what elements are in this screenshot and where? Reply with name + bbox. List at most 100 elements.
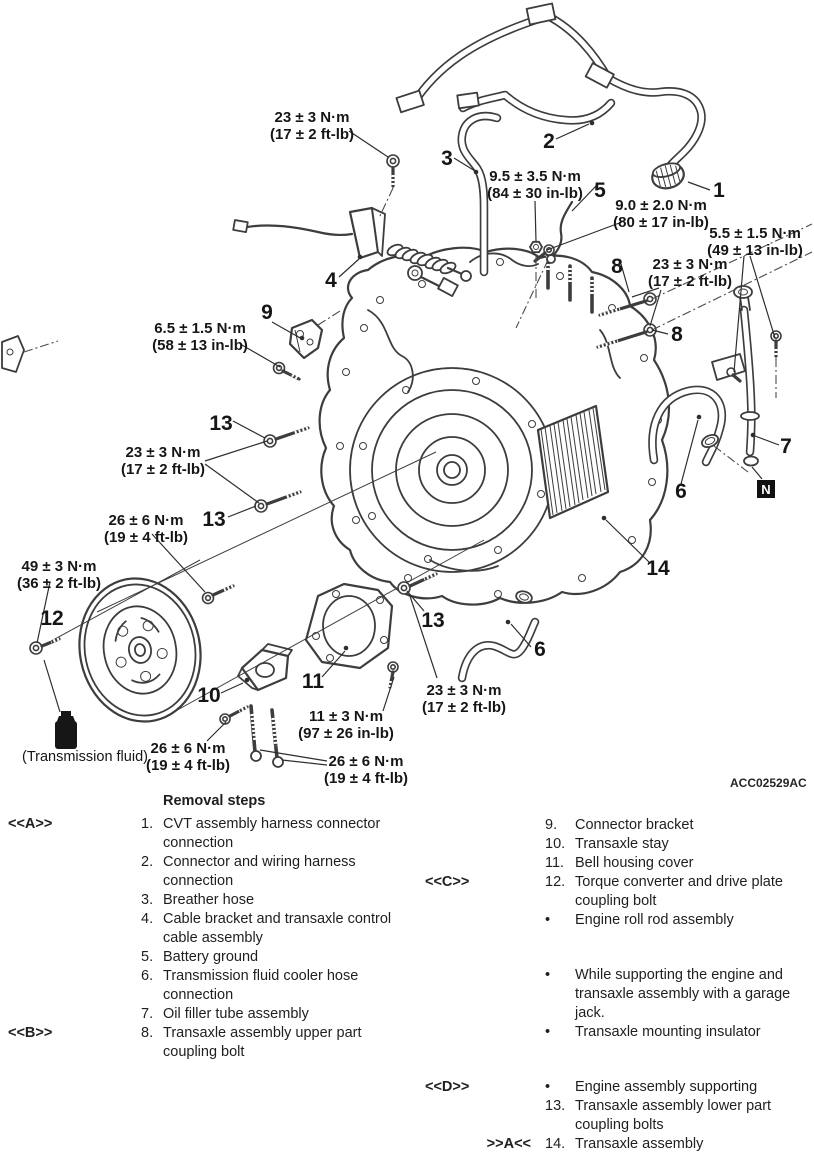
- bolt: [770, 330, 782, 358]
- control-cable-art: [232, 206, 472, 297]
- part-callout: 13: [209, 412, 232, 435]
- torque-label-line: (19 ± 4 ft-lb): [146, 757, 230, 774]
- harness-connector: [456, 91, 480, 110]
- breather-nut: [529, 240, 543, 254]
- step-number: •: [545, 1079, 551, 1095]
- transaxle-stay-art: [237, 643, 293, 692]
- part-callout: 13: [202, 508, 225, 531]
- removal-step-row: <<B>> 8. Transaxle assembly upper part c…: [8, 1024, 408, 1062]
- drive-plate-art: [78, 577, 202, 723]
- torque-label-line: 9.5 ± 3.5 N·m: [489, 168, 581, 185]
- step-number: 6.: [141, 968, 154, 984]
- bolt: [596, 323, 657, 349]
- removal-steps-right-column: 9. Connector bracket 10. Transaxle stay …: [425, 792, 810, 1154]
- part-callout: 6: [534, 638, 546, 661]
- step-marker: [425, 835, 545, 854]
- leader-dots: [244, 120, 756, 683]
- removal-step-row: 5. Battery ground: [8, 948, 408, 967]
- step-number: 8.: [141, 1025, 154, 1041]
- step-text: Torque converter and drive plate couplin…: [575, 874, 783, 909]
- torque-label-line: (17 ± 2 ft-lb): [648, 273, 732, 290]
- bolt: [533, 244, 555, 263]
- part-callout: 2: [543, 130, 555, 153]
- torque-label-line: 26 ± 6 N·m: [329, 753, 404, 770]
- step-marker: [8, 853, 133, 891]
- removal-step-row: 10. Transaxle stay: [425, 835, 810, 854]
- removal-step-row: • Transaxle mounting insulator: [425, 1023, 810, 1042]
- torque-label-line: 49 ± 3 N·m: [22, 558, 97, 575]
- torque-label-line: (19 ± 4 ft-lb): [104, 529, 188, 546]
- figure-code: ACC02529AC: [730, 776, 807, 790]
- step-number: •: [545, 912, 551, 928]
- step-number: 7.: [141, 1006, 154, 1022]
- torque-label-line: 23 ± 3 N·m: [653, 256, 728, 273]
- step-text: Transaxle assembly lower part coupling b…: [575, 1098, 772, 1133]
- removal-step-row: 13. Transaxle assembly lower part coupli…: [425, 1097, 810, 1135]
- part-callout: 13: [421, 609, 444, 632]
- step-marker: <<C>>: [425, 874, 470, 890]
- bolt: [29, 637, 61, 655]
- step-text: Transaxle assembly upper part coupling b…: [163, 1025, 362, 1060]
- removal-step-row: <<A>> 1. CVT assembly harness connector …: [8, 815, 408, 853]
- torque-label-line: (36 ± 2 ft-lb): [17, 575, 101, 592]
- step-number: 5.: [141, 949, 154, 965]
- step-number: 1.: [141, 816, 154, 832]
- step-text: Engine assembly supporting: [575, 1079, 758, 1095]
- step-text: Oil filler tube assembly: [163, 1006, 309, 1022]
- step-marker: <<A>>: [8, 816, 53, 832]
- step-marker: [425, 816, 545, 835]
- part-callout: 9: [261, 301, 273, 324]
- step-text: CVT assembly harness connector connectio…: [163, 816, 381, 851]
- part-callout: 6: [675, 480, 687, 503]
- step-number: 11.: [545, 855, 565, 871]
- step-text: Transaxle stay: [575, 836, 669, 852]
- part-callout: 14: [646, 557, 670, 580]
- cooler-hoses-art: [457, 385, 727, 683]
- step-marker: <<D>>: [425, 1079, 470, 1095]
- step-number: 9.: [545, 817, 558, 833]
- step-marker: [8, 1005, 133, 1024]
- torque-label-line: 9.0 ± 2.0 N·m: [615, 197, 707, 214]
- centerlines: [23, 187, 813, 473]
- step-text: Breather hose: [163, 892, 255, 908]
- step-text: Bell housing cover: [575, 855, 694, 871]
- part-callout: 5: [594, 179, 606, 202]
- step-text: Transmission fluid cooler hose connectio…: [163, 968, 359, 1003]
- bolt: [254, 490, 302, 513]
- torque-label-line: (17 ± 2 ft-lb): [422, 699, 506, 716]
- transmission-fluid-bottle-icon: [55, 711, 77, 749]
- step-marker: [8, 891, 133, 910]
- part-callout: 4: [325, 269, 337, 292]
- removal-step-row: <<C>> 12. Torque converter and drive pla…: [425, 873, 810, 911]
- step-marker: [8, 948, 133, 967]
- torque-label-line: (58 ± 13 in-lb): [152, 337, 248, 354]
- part-callout: 8: [611, 255, 623, 278]
- step-number: •: [545, 967, 551, 983]
- transmission-fluid-note: (Transmission fluid): [22, 749, 148, 765]
- step-text: Transaxle mounting insulator: [575, 1024, 761, 1040]
- torque-label-line: 6.5 ± 1.5 N·m: [154, 320, 246, 337]
- bolt: [219, 705, 249, 725]
- removal-step-row: 2. Connector and wiring harness connecti…: [8, 853, 408, 891]
- torque-label-line: (97 ± 26 in-lb): [298, 725, 394, 742]
- removal-step-row: 7. Oil filler tube assembly: [8, 1005, 408, 1024]
- step-marker: [8, 967, 133, 1005]
- part-callout: 1: [713, 179, 725, 202]
- left-bracket-art: [1, 335, 25, 373]
- filler-tube-art: [711, 285, 760, 467]
- alignment-lines: [41, 451, 485, 719]
- torque-label-line: 26 ± 6 N·m: [109, 512, 184, 529]
- harness-connector: [584, 62, 615, 89]
- removal-steps-header: Removal steps: [8, 792, 408, 811]
- figure-labels: 23 ± 3 N·m (17 ± 2 ft-lb) 9.5 ± 3.5 N·m …: [17, 109, 807, 790]
- removal-steps-left-column: Removal steps <<A>> 1. CVT assembly harn…: [8, 792, 408, 1062]
- torque-label-line: 11 ± 3 N·m: [309, 708, 383, 725]
- step-number: 10.: [545, 836, 566, 852]
- step-number: 13.: [545, 1098, 566, 1114]
- step-text: While supporting the engine and transaxl…: [575, 967, 791, 1021]
- step-marker: <<B>>: [8, 1025, 53, 1041]
- torque-label-line: (19 ± 4 ft-lb): [324, 770, 408, 787]
- part-callout: 11: [302, 670, 325, 693]
- part-callout: 3: [441, 147, 453, 170]
- removal-step-row: 6. Transmission fluid cooler hose connec…: [8, 967, 408, 1005]
